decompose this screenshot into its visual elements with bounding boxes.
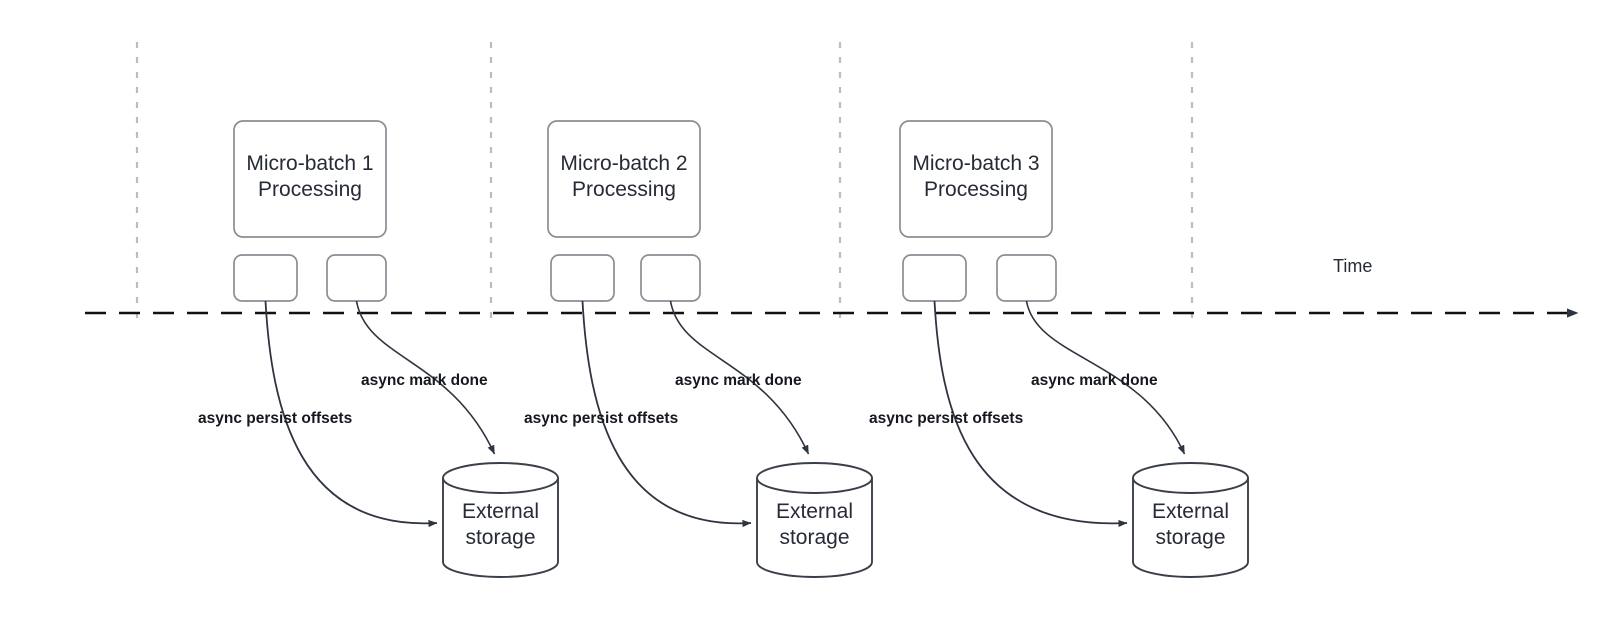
microbatch-2-label: Micro-batch 2 Processing [560, 152, 688, 201]
external-storage-1-label: External storage [461, 500, 540, 549]
edge-persist-offsets-1 [264, 300, 438, 528]
edge-mark-done-3 [1025, 300, 1186, 455]
microbatch-3-persist-offsets-task[interactable] [902, 254, 967, 302]
edge-persist-offsets-2 [581, 300, 752, 528]
external-storage-2-body [756, 478, 873, 578]
edge-mark-done-1 [355, 300, 496, 455]
microbatch-3-label: Micro-batch 3 Processing [912, 152, 1040, 201]
microbatch-2-persist-offsets-task[interactable] [550, 254, 615, 302]
microbatch-1-label: Micro-batch 1 Processing [246, 152, 374, 201]
microbatch-3-box[interactable] [899, 120, 1053, 238]
microbatch-1-persist-offsets-task[interactable] [233, 254, 298, 302]
async-persist-offsets-label-3: async persist offsets [869, 410, 1024, 427]
external-storage-3-top [1132, 462, 1249, 494]
timeline-ticks-group [135, 42, 1194, 318]
async-mark-done-label-3: async mark done [1031, 372, 1158, 389]
edge-persist-offsets-3 [933, 300, 1128, 528]
shapes-group [233, 120, 1249, 578]
microbatch-1-mark-done-task[interactable] [326, 254, 387, 302]
async-persist-offsets-label-1: async persist offsets [198, 410, 353, 427]
async-persist-offsets-label-2: async persist offsets [524, 410, 679, 427]
external-storage-2-label: External storage [775, 500, 854, 549]
time-axis-label: Time [1333, 256, 1373, 276]
edge-mark-done-2 [669, 300, 810, 455]
external-storage-1-top [442, 462, 559, 494]
external-storage-3-body [1132, 478, 1249, 578]
microbatch-2-mark-done-task[interactable] [640, 254, 701, 302]
external-storage-2 [756, 462, 873, 578]
microbatch-2-box[interactable] [547, 120, 701, 238]
external-storage-3-label: External storage [1151, 500, 1230, 549]
external-storage-1 [442, 462, 559, 578]
external-storage-1-body [442, 478, 559, 578]
external-storage-2-top [756, 462, 873, 494]
microbatch-3-mark-done-task[interactable] [996, 254, 1057, 302]
microbatch-1-box[interactable] [233, 120, 387, 238]
async-mark-done-label-2: async mark done [675, 372, 802, 389]
async-mark-done-label-1: async mark done [361, 372, 488, 389]
edges-group [264, 300, 1186, 528]
external-storage-3 [1132, 462, 1249, 578]
